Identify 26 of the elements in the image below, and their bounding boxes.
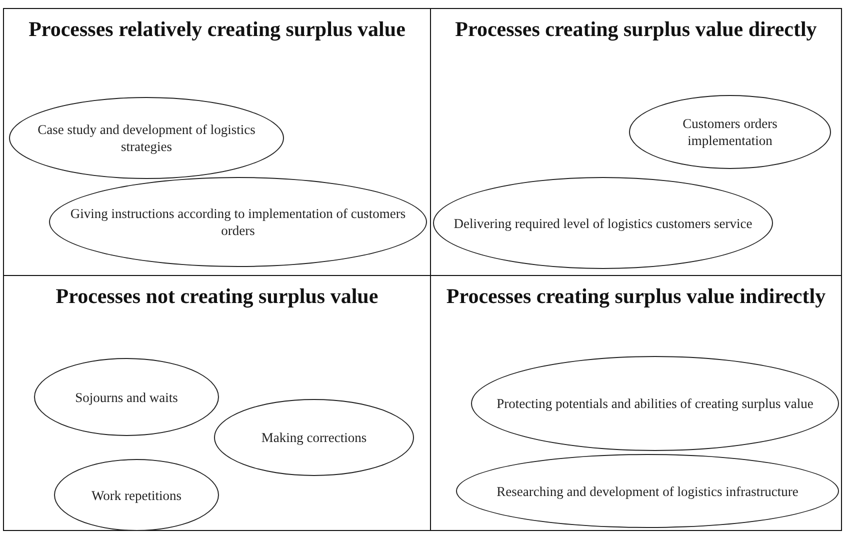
process-ellipse (9, 97, 284, 179)
quadrant-panel (3, 275, 431, 531)
process-label: Protecting potentials and abilities of creating surplus value (496, 395, 814, 412)
process-ellipse (34, 358, 219, 436)
quadrant-panel (3, 8, 431, 276)
process-ellipse (456, 454, 839, 528)
process-ellipse (471, 356, 839, 451)
process-label: Giving instructions according to implementation of customers orders (69, 205, 407, 239)
process-label: Customers orders implementation (682, 115, 778, 149)
quadrant-panel (430, 275, 842, 531)
process-label: Work repetitions (90, 486, 183, 504)
quadrant-heading: Processes creating surplus value directly (454, 17, 818, 42)
quadrant-heading: Processes creating surplus value indirectly (445, 284, 827, 309)
process-label: Researching and development of logistics infrastructure (496, 482, 800, 500)
process-ellipse (214, 399, 414, 476)
process-label: Case study and development of logistics strategies (36, 121, 256, 155)
process-label: Making corrections (260, 429, 368, 446)
process-ellipse (433, 177, 773, 269)
quadrant-heading: Processes not creating surplus value (54, 284, 380, 309)
process-ellipse (54, 459, 219, 531)
process-ellipse (49, 177, 427, 267)
quadrant-heading: Processes relatively creating surplus value (28, 17, 406, 42)
process-label: Sojourns and waits (74, 388, 179, 406)
quadrant-panel (430, 8, 842, 276)
process-label: Delivering required level of logistics customers service (452, 214, 754, 232)
process-ellipse (629, 95, 831, 169)
